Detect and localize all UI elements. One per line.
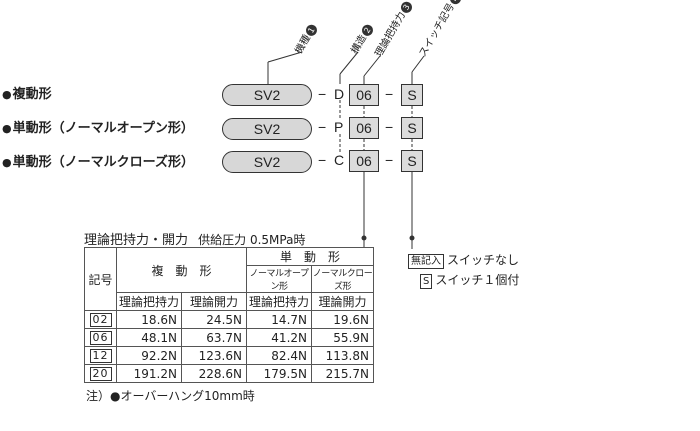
dash: −	[318, 119, 327, 135]
model-pill: SV2	[222, 118, 312, 140]
header-double: 複 動 形	[116, 247, 247, 293]
header-code: 記号	[84, 247, 117, 311]
dash: −	[385, 86, 394, 102]
structure-letter: C	[334, 152, 345, 168]
header-grip: 理論把持力	[116, 292, 182, 311]
table-row: 12 92.2N 123.6N 82.4N 113.8N	[84, 346, 374, 365]
table-title: 理論把持力・開力 供給圧力 0.5MPa時	[84, 233, 306, 248]
force-code-box: 06	[349, 117, 379, 139]
row-label-single-no: ●単動形（ノーマルオープン形）	[2, 121, 194, 136]
switch-code-box: S	[401, 84, 423, 106]
header-open: 理論開力	[181, 292, 247, 311]
code-badge: 20	[89, 367, 112, 381]
header-single: 単 動 形	[246, 247, 374, 266]
spec-table: 記号 複 動 形 単 動 形 ノーマルオープン形 ノーマルクローズ形 理論把持力…	[84, 247, 374, 383]
leader-model-diag	[267, 51, 303, 63]
code-badge: 06	[89, 331, 112, 345]
header-nc: ノーマルクローズ形	[311, 265, 374, 293]
table-row: 02 18.6N 24.5N 14.7N 19.6N	[84, 310, 374, 329]
legend-code: 無記入	[408, 254, 444, 269]
row-label-single-nc: ●単動形（ノーマルクローズ形）	[2, 155, 194, 170]
leader-switch-diag	[411, 55, 425, 73]
dash: −	[318, 152, 327, 168]
switch-code-box: S	[401, 150, 423, 172]
code-badge: 12	[89, 349, 112, 363]
structure-letter: D	[334, 86, 345, 102]
header-grip: 理論把持力	[246, 292, 312, 311]
table-row: 20 191.2N 228.6N 179.5N 215.7N	[84, 364, 374, 383]
structure-letter: P	[334, 119, 344, 135]
code-badge: 02	[89, 313, 112, 327]
leader-force-diag	[363, 55, 381, 77]
force-code-box: 06	[349, 84, 379, 106]
force-code-box: 06	[349, 150, 379, 172]
table-row: 06 48.1N 63.7N 41.2N 55.9N	[84, 328, 374, 347]
model-pill: SV2	[222, 84, 312, 106]
dash: −	[385, 119, 394, 135]
row-label-double: ●複動形	[2, 87, 52, 102]
table-note: 注）●オーバーハング10mm時	[86, 389, 255, 403]
header-no: ノーマルオープン形	[246, 265, 312, 293]
leader-structure-diag	[339, 51, 359, 75]
legend-item-none: 無記入スイッチなし	[408, 251, 519, 269]
legend-code: S	[420, 274, 433, 289]
model-pill: SV2	[222, 151, 312, 173]
dash: −	[318, 86, 327, 102]
switch-code-box: S	[401, 117, 423, 139]
dash: −	[385, 152, 394, 168]
header-open: 理論開力	[311, 292, 374, 311]
